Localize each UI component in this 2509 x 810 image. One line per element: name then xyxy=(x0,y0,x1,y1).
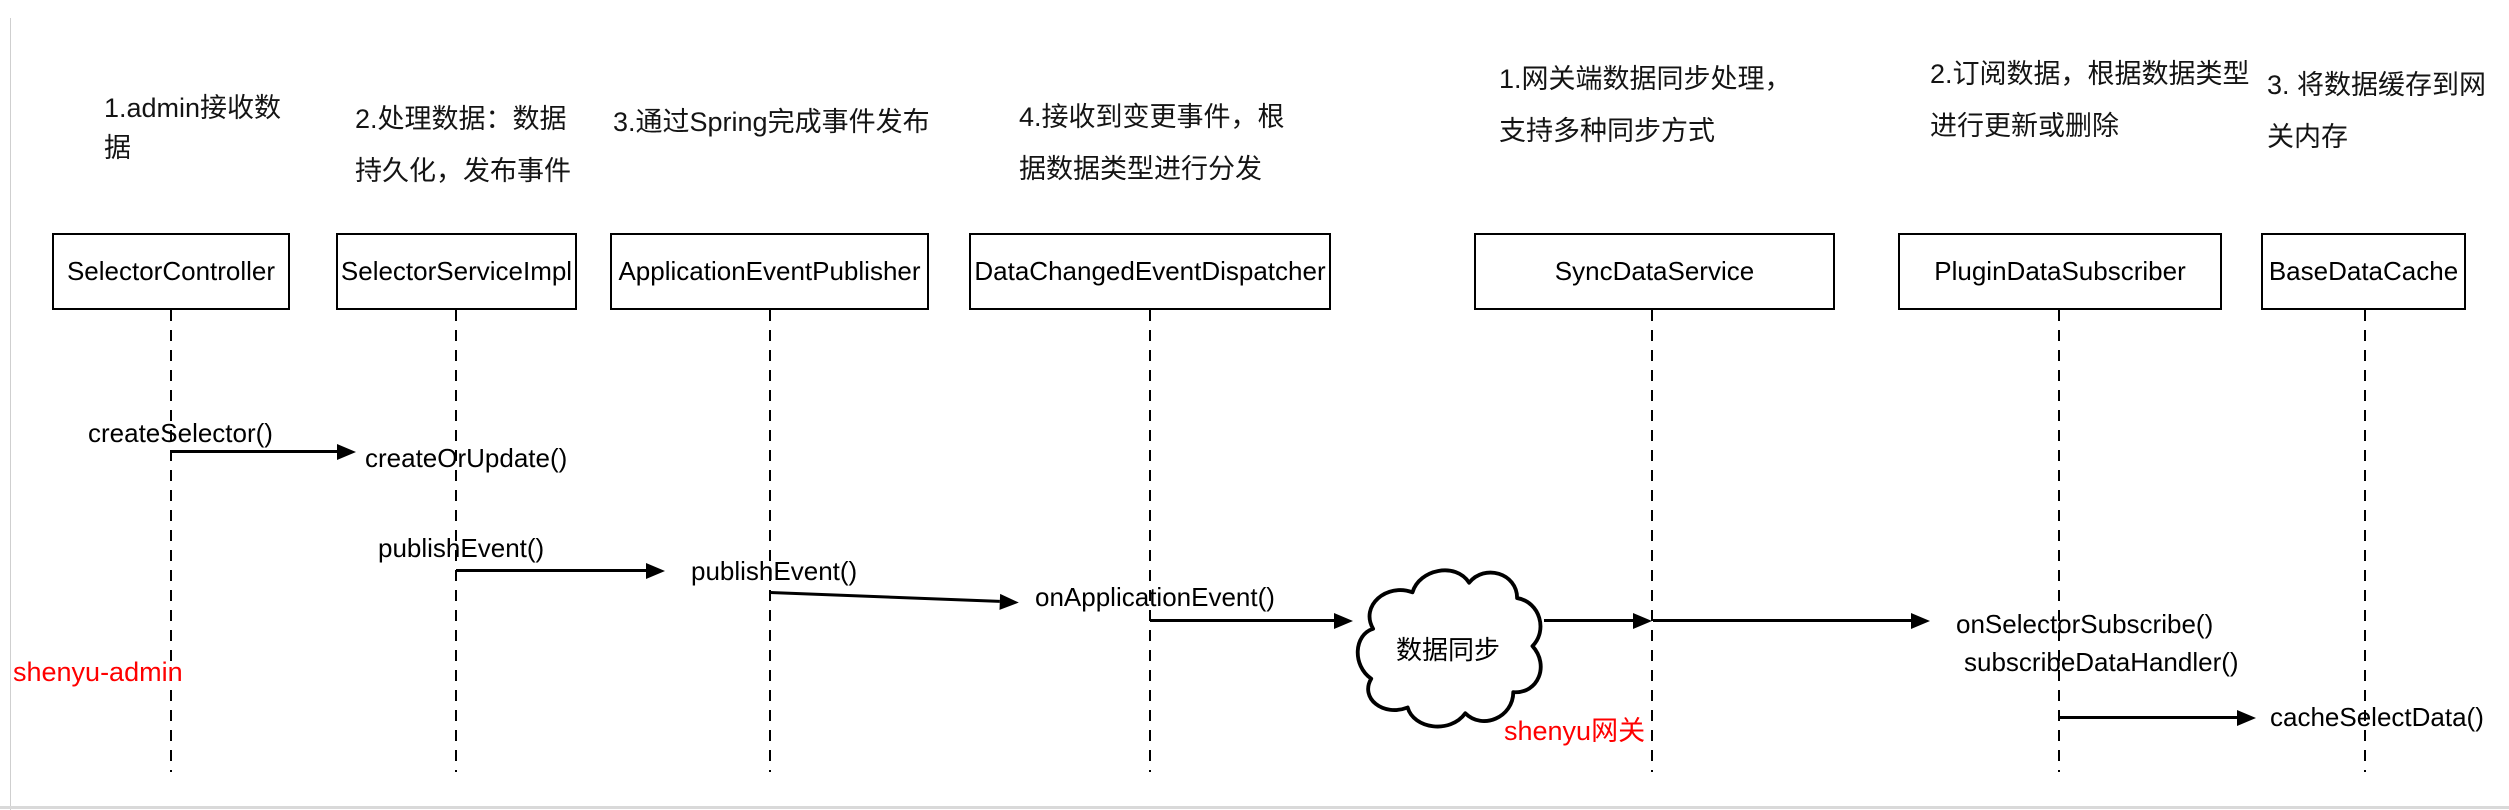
system-label-shenyu-gateway: shenyu网关 xyxy=(1504,716,1646,746)
arrow-create-selector xyxy=(171,444,356,460)
note-line: 4.接收到变更事件，根 xyxy=(1019,102,1285,132)
participant-plugin-data-subscriber: PluginDataSubscriber xyxy=(1898,233,2222,310)
message-cache-select-data: cacheSelectData() xyxy=(2270,702,2484,732)
note-line: 据数据类型进行分发 xyxy=(1019,154,1262,184)
lifeline-data-changed-event-dispatcher xyxy=(1149,310,1151,772)
cloud-label: 数据同步 xyxy=(1395,635,1500,665)
lifeline-sync-data-service xyxy=(1651,310,1653,772)
left-panel-border xyxy=(10,18,11,810)
participant-application-event-publisher: ApplicationEventPublisher xyxy=(610,233,929,310)
message-on-selector-subscribe: onSelectorSubscribe() xyxy=(1956,609,2214,639)
lifeline-selector-service-impl xyxy=(455,310,457,772)
participant-base-data-cache: BaseDataCache xyxy=(2261,233,2466,310)
participant-data-changed-event-dispatcher: DataChangedEventDispatcher xyxy=(969,233,1331,310)
arrow-cache-select-data xyxy=(2060,710,2256,726)
sync-cloud: 数据同步 xyxy=(1352,552,1544,744)
note-cache-memory: 3. 将数据缓存到网 关内存 xyxy=(2267,59,2486,163)
note-subscribe-update: 2.订阅数据，根据数据类型 进行更新或删除 xyxy=(1930,48,2250,152)
note-spring-publish: 3.通过Spring完成事件发布 xyxy=(613,102,930,142)
participant-label: PluginDataSubscriber xyxy=(1934,256,2186,286)
note-line: 1.admin接收数 xyxy=(104,93,282,123)
lifeline-application-event-publisher xyxy=(769,310,771,772)
lifeline-selector-controller xyxy=(170,310,172,772)
participant-selector-controller: SelectorController xyxy=(52,233,290,310)
participant-label: SelectorServiceImpl xyxy=(340,256,573,286)
participant-label: ApplicationEventPublisher xyxy=(618,256,921,286)
arrow-cloud-to-sync-service xyxy=(1544,613,1652,629)
cloud-shape-icon xyxy=(1355,568,1543,729)
message-publish-event-2: publishEvent() xyxy=(691,556,858,586)
arrow-dispatch-to-cloud xyxy=(1150,613,1353,629)
system-label-shenyu-admin: shenyu-admin xyxy=(13,657,183,687)
participant-label: DataChangedEventDispatcher xyxy=(974,256,1326,286)
note-dispatch-by-type: 4.接收到变更事件，根 据数据类型进行分发 xyxy=(1019,91,1285,195)
note-admin-receive: 1.admin接收数 据 xyxy=(104,88,281,168)
arrow-sync-to-subscriber xyxy=(1653,613,1930,629)
arrow-on-application-event xyxy=(769,591,1000,603)
note-process-data: 2.处理数据：数据 持久化，发布事件 xyxy=(355,93,571,197)
arrow-publish-event xyxy=(456,563,665,579)
participant-label: SelectorController xyxy=(66,256,276,286)
note-line: 3. 将数据缓存到网 xyxy=(2267,70,2487,100)
message-create-selector: createSelector() xyxy=(88,418,273,448)
participant-label: BaseDataCache xyxy=(2268,256,2459,286)
note-line: 3.通过Spring完成事件发布 xyxy=(613,107,930,137)
lifeline-plugin-data-subscriber xyxy=(2058,310,2060,772)
note-line: 持久化，发布事件 xyxy=(355,156,571,186)
participant-sync-data-service: SyncDataService xyxy=(1474,233,1835,310)
note-line: 支持多种同步方式 xyxy=(1499,116,1715,146)
participant-selector-service-impl: SelectorServiceImpl xyxy=(336,233,577,310)
message-subscribe-data-handler: subscribeDataHandler() xyxy=(1964,647,2239,677)
note-line: 据 xyxy=(104,133,131,163)
message-create-or-update: createOrUpdate() xyxy=(365,443,568,473)
lifeline-base-data-cache xyxy=(2364,310,2366,772)
note-line: 2.处理数据：数据 xyxy=(355,104,567,134)
message-publish-event-1: publishEvent() xyxy=(378,533,545,563)
bottom-panel-border xyxy=(0,806,2509,809)
note-line: 2.订阅数据，根据数据类型 xyxy=(1930,59,2250,89)
participant-label: SyncDataService xyxy=(1554,256,1755,286)
note-line: 1.网关端数据同步处理， xyxy=(1499,64,1792,94)
note-gateway-sync: 1.网关端数据同步处理， 支持多种同步方式 xyxy=(1499,53,1792,157)
note-line: 关内存 xyxy=(2267,122,2348,152)
message-on-application-event: onApplicationEvent() xyxy=(1035,582,1275,612)
note-line: 进行更新或删除 xyxy=(1930,111,2119,141)
